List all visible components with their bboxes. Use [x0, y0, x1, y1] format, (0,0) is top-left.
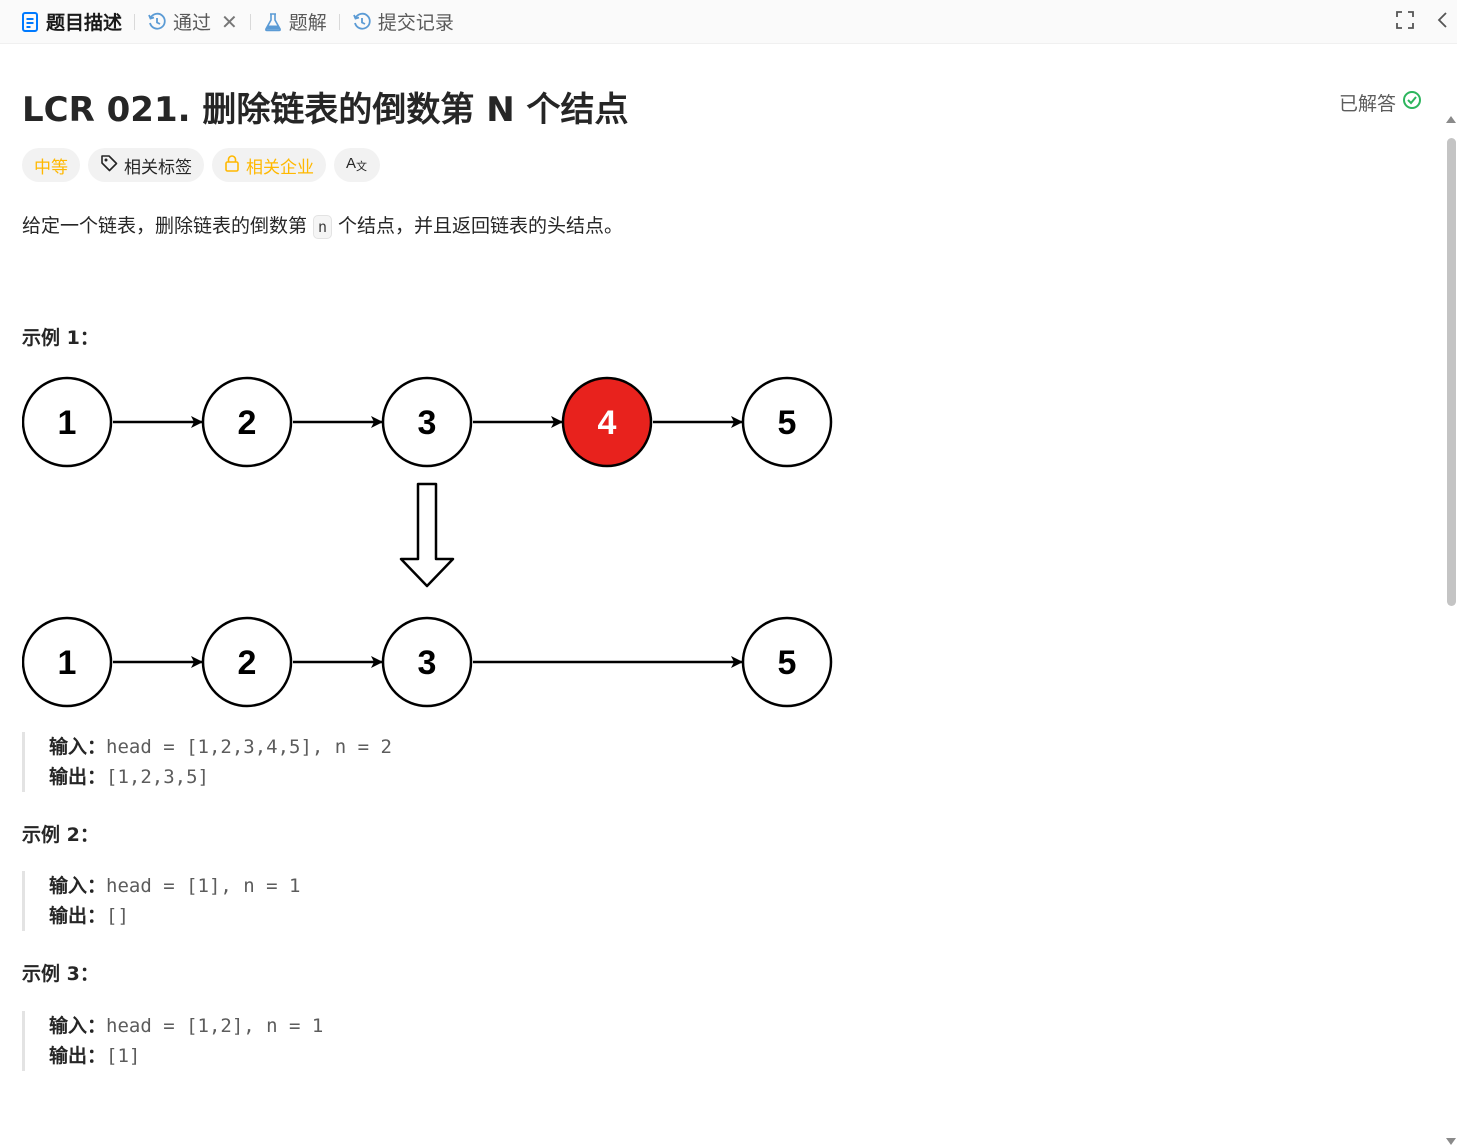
- output-label: 输出：: [49, 905, 107, 927]
- tab-solutions[interactable]: 题解: [257, 0, 333, 44]
- tab-label: 通过: [173, 12, 212, 34]
- fullscreen-icon[interactable]: [1395, 10, 1415, 34]
- difficulty-badge: 中等: [22, 148, 80, 182]
- related-companies-label: 相关企业: [246, 157, 314, 178]
- list-node: [381, 616, 473, 708]
- list-node: [201, 376, 293, 468]
- list-node: [201, 616, 293, 708]
- scroll-down-icon[interactable]: [1446, 1138, 1456, 1145]
- list-before: 1 2 3 4 5: [22, 376, 833, 468]
- list-node-label: 3: [418, 404, 437, 442]
- flask-icon: [263, 12, 283, 32]
- example-heading: 示例 3：: [22, 963, 99, 985]
- scroll-up-icon[interactable]: [1446, 116, 1456, 123]
- input-label: 输入：: [49, 1015, 107, 1037]
- example-block: 输入：head = [1,2,3,4,5], n = 2 输出：[1,2,3,5…: [22, 732, 392, 792]
- difficulty-label: 中等: [34, 157, 68, 178]
- transform-down-arrow-icon: [399, 482, 455, 588]
- tab-divider: [338, 13, 340, 30]
- list-node: [381, 376, 473, 468]
- output-value: [1]: [106, 1045, 141, 1067]
- list-node: [741, 616, 833, 708]
- example-heading: 示例 2：: [22, 824, 99, 846]
- list-node: [741, 376, 833, 468]
- history-icon: [147, 12, 167, 32]
- related-tags-label: 相关标签: [124, 157, 192, 178]
- history-icon: [352, 12, 372, 32]
- tab-bar: 题目描述 通过 ✕ 题解 提交记录: [0, 0, 1457, 44]
- solved-label: 已解答: [1338, 93, 1396, 115]
- list-node-label: 2: [238, 644, 257, 682]
- description-text: 给定一个链表，删除链表的倒数第: [22, 215, 308, 237]
- input-value: head = [1,2], n = 1: [106, 1015, 324, 1037]
- tab-divider: [249, 13, 251, 30]
- list-node: [22, 376, 113, 468]
- output-value: []: [106, 905, 129, 927]
- example-block: 输入：head = [1], n = 1 输出：[]: [22, 871, 300, 931]
- input-value: head = [1,2,3,4,5], n = 2: [106, 736, 392, 758]
- description-text: 个结点，并且返回链表的头结点。: [338, 215, 624, 237]
- tab-submissions[interactable]: 提交记录: [346, 0, 460, 44]
- close-icon[interactable]: ✕: [221, 9, 238, 34]
- input-label: 输入：: [49, 875, 107, 897]
- collapse-left-icon[interactable]: [1435, 10, 1449, 34]
- scrollbar[interactable]: [1445, 58, 1457, 1145]
- list-node-label: 1: [58, 404, 77, 442]
- tabbar-actions: [1395, 0, 1449, 44]
- list-node-label: 5: [778, 404, 797, 442]
- check-circle-icon: [1402, 90, 1422, 115]
- list-node-label: 1: [58, 644, 77, 682]
- tag-icon: [100, 154, 118, 177]
- output-label: 输出：: [49, 1045, 107, 1067]
- list-node-label: 3: [418, 644, 437, 682]
- solved-status: 已解答: [1339, 89, 1422, 116]
- list-node-label: 2: [238, 404, 257, 442]
- input-label: 输入：: [49, 736, 107, 758]
- related-companies-button[interactable]: 相关企业: [212, 148, 326, 182]
- lock-icon: [224, 154, 240, 177]
- list-after: 1 2 3 5: [22, 616, 833, 708]
- output-value: [1,2,3,5]: [106, 766, 209, 788]
- tab-label: 题目描述: [46, 12, 123, 34]
- svg-text:文: 文: [356, 159, 367, 172]
- linked-list-diagram: 1 2 3 4 5 1 2 3 5: [22, 376, 833, 708]
- scrollbar-thumb[interactable]: [1447, 138, 1456, 606]
- list-node: [22, 616, 113, 708]
- example-heading: 示例 1：: [22, 327, 99, 349]
- tab-label: 题解: [288, 12, 327, 34]
- related-tags-button[interactable]: 相关标签: [88, 148, 204, 182]
- list-node-label: 5: [778, 644, 797, 682]
- list-node-removed: [561, 376, 653, 468]
- problem-title: LCR 021. 删除链表的倒数第 N 个结点: [22, 90, 629, 130]
- svg-text:A: A: [346, 155, 356, 172]
- document-icon: [20, 11, 40, 32]
- example-block: 输入：head = [1,2], n = 1 输出：[1]: [22, 1011, 323, 1071]
- inline-code: n: [313, 215, 333, 239]
- output-label: 输出：: [49, 766, 107, 788]
- tab-description[interactable]: 题目描述: [14, 0, 128, 44]
- tab-divider: [134, 13, 136, 30]
- tab-accepted[interactable]: 通过 ✕: [141, 0, 244, 44]
- tab-label: 提交记录: [377, 12, 454, 34]
- input-value: head = [1], n = 1: [106, 875, 301, 897]
- list-node-label: 4: [598, 404, 617, 442]
